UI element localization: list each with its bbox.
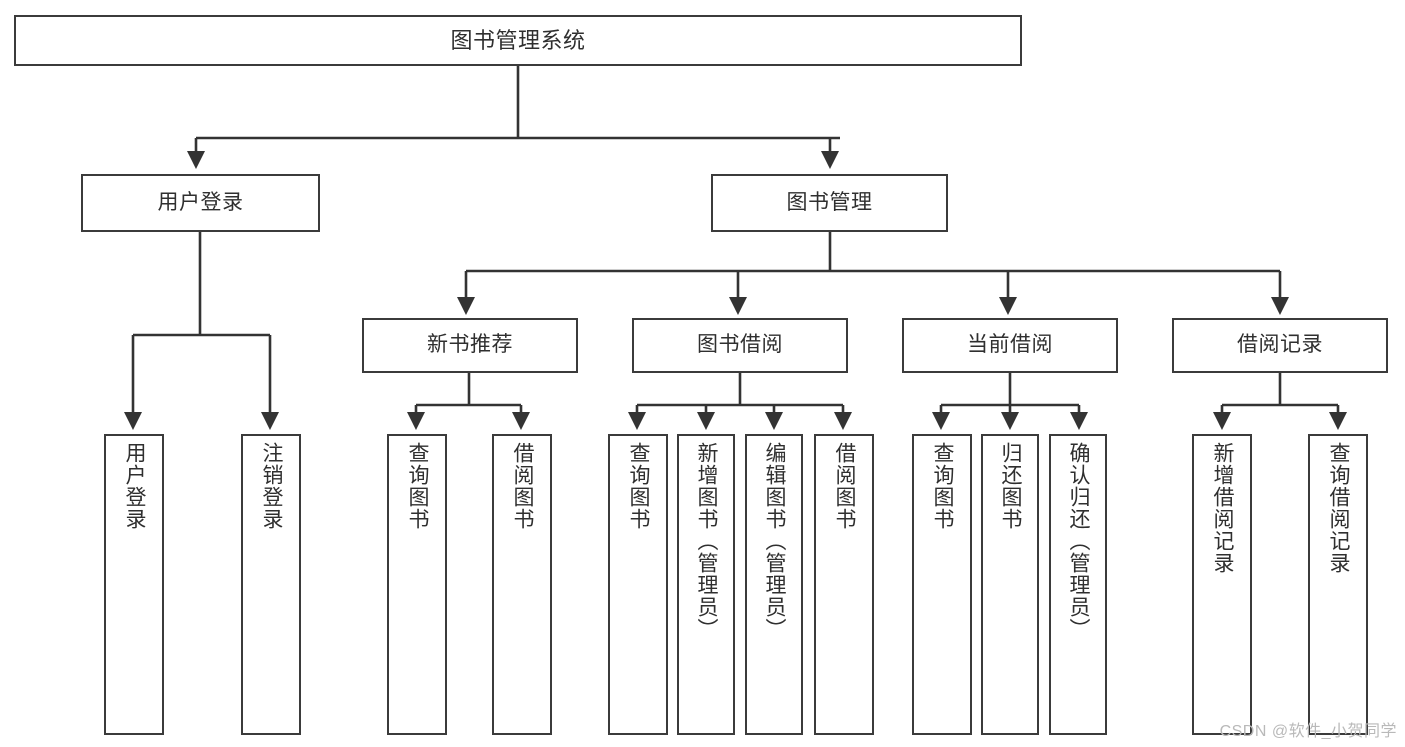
node-user-login[interactable]: 用户登录 — [81, 174, 320, 232]
leaf-user-login-logout-label: 注销登录 — [260, 442, 284, 530]
leaf-book-borrow-edit[interactable]: 编辑图书（管理员） — [745, 434, 803, 735]
leaf-book-borrow-edit-label: 编辑图书（管理员） — [763, 442, 787, 640]
leaf-borrow-record-add-label: 新增借阅记录 — [1211, 442, 1235, 574]
leaf-new-book-borrow[interactable]: 借阅图书 — [492, 434, 552, 735]
node-root-system[interactable]: 图书管理系统 — [14, 15, 1022, 66]
leaf-current-borrow-confirm-label: 确认归还（管理员） — [1067, 442, 1091, 640]
csdn-watermark: CSDN @软件_小贺同学 — [1219, 723, 1397, 740]
leaf-borrow-record-add[interactable]: 新增借阅记录 — [1192, 434, 1252, 735]
node-new-book-recommend[interactable]: 新书推荐 — [362, 318, 578, 373]
leaf-new-book-query-label: 查询图书 — [406, 442, 430, 530]
node-new-book-recommend-label: 新书推荐 — [427, 333, 513, 357]
node-book-borrow-label: 图书借阅 — [697, 333, 783, 357]
leaf-book-borrow-borrow-label: 借阅图书 — [833, 442, 857, 530]
leaf-borrow-record-query-label: 查询借阅记录 — [1327, 442, 1351, 574]
leaf-user-login-logout[interactable]: 注销登录 — [241, 434, 301, 735]
leaf-user-login-login[interactable]: 用户登录 — [104, 434, 164, 735]
node-book-management[interactable]: 图书管理 — [711, 174, 948, 232]
leaf-current-borrow-confirm[interactable]: 确认归还（管理员） — [1049, 434, 1107, 735]
leaf-current-borrow-query-label: 查询图书 — [931, 442, 955, 530]
node-book-management-label: 图书管理 — [786, 190, 873, 214]
leaf-new-book-query[interactable]: 查询图书 — [387, 434, 447, 735]
node-current-borrow[interactable]: 当前借阅 — [902, 318, 1118, 373]
leaf-book-borrow-add-label: 新增图书（管理员） — [695, 442, 719, 640]
leaf-current-borrow-query[interactable]: 查询图书 — [912, 434, 972, 735]
node-borrow-record[interactable]: 借阅记录 — [1172, 318, 1388, 373]
leaf-borrow-record-query[interactable]: 查询借阅记录 — [1308, 434, 1368, 735]
node-book-borrow[interactable]: 图书借阅 — [632, 318, 848, 373]
leaf-user-login-login-label: 用户登录 — [123, 442, 147, 530]
leaf-book-borrow-borrow[interactable]: 借阅图书 — [814, 434, 874, 735]
leaf-current-borrow-return[interactable]: 归还图书 — [981, 434, 1039, 735]
leaf-book-borrow-query[interactable]: 查询图书 — [608, 434, 668, 735]
node-borrow-record-label: 借阅记录 — [1237, 333, 1323, 357]
leaf-current-borrow-return-label: 归还图书 — [999, 442, 1023, 530]
leaf-book-borrow-query-label: 查询图书 — [627, 442, 651, 530]
node-current-borrow-label: 当前借阅 — [967, 333, 1053, 357]
leaf-book-borrow-add[interactable]: 新增图书（管理员） — [677, 434, 735, 735]
leaf-new-book-borrow-label: 借阅图书 — [511, 442, 535, 530]
node-root-system-label: 图书管理系统 — [450, 27, 586, 53]
node-user-login-label: 用户登录 — [157, 190, 244, 214]
